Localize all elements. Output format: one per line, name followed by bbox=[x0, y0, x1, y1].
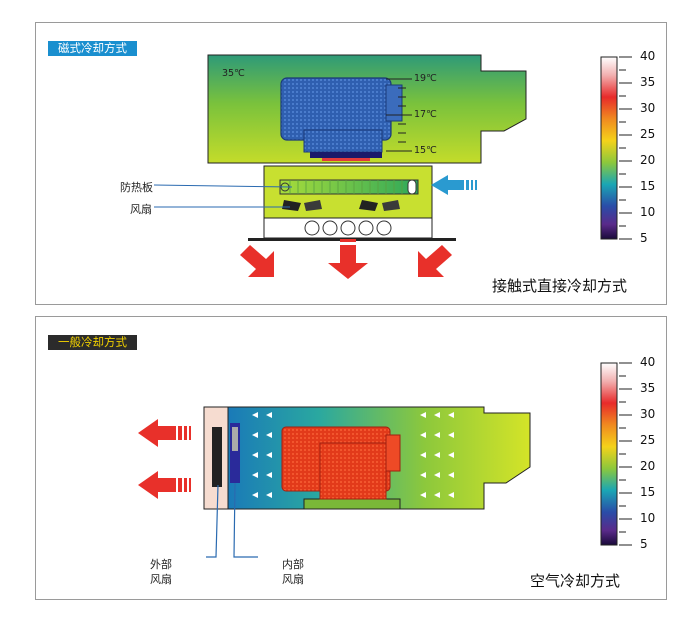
heat-plate bbox=[279, 179, 419, 195]
fan-callout: 风扇 bbox=[130, 203, 152, 216]
color-scale-bar bbox=[600, 56, 618, 240]
scale-tick-20: 20 bbox=[640, 153, 656, 167]
scale-tick-40: 40 bbox=[640, 355, 656, 369]
color-scale-bar bbox=[600, 362, 618, 546]
panel-caption: 接触式直接冷却方式 bbox=[492, 277, 628, 295]
scale-tick-30: 30 bbox=[640, 407, 656, 421]
scale-tick-25: 25 bbox=[640, 433, 656, 447]
air-intake-arrow bbox=[431, 175, 477, 195]
exhaust-arrow-lower bbox=[138, 471, 191, 499]
housing-temp-label: 35℃ bbox=[222, 68, 245, 79]
gauge-label-15: 15℃ bbox=[414, 145, 437, 156]
exhaust-arrow-upper bbox=[138, 419, 191, 447]
color-scale-ticks bbox=[619, 362, 632, 546]
panel-tag: 一般冷却方式 bbox=[48, 335, 137, 350]
scale-tick-15: 15 bbox=[640, 485, 656, 499]
exhaust-arrow-center bbox=[328, 239, 368, 279]
airflow-arrows bbox=[252, 412, 454, 498]
contact-cooling-diagram bbox=[153, 54, 632, 279]
exhaust-arrow-right bbox=[418, 245, 452, 277]
gauge-label-17: 17℃ bbox=[414, 109, 437, 120]
outer-fan-callout: 外部 风扇 bbox=[150, 558, 172, 586]
contact-plate bbox=[310, 152, 382, 158]
color-scale-ticks bbox=[619, 56, 632, 240]
exhaust-arrow-left bbox=[240, 245, 274, 277]
scale-tick-35: 35 bbox=[640, 75, 656, 89]
panel-air-cooling: 一般冷却方式 bbox=[35, 316, 667, 600]
panel-contact-cooling: 磁式冷却方式 bbox=[35, 22, 667, 305]
scale-tick-25: 25 bbox=[640, 127, 656, 141]
scale-tick-5: 5 bbox=[640, 231, 648, 245]
scale-tick-35: 35 bbox=[640, 381, 656, 395]
panel-tag: 磁式冷却方式 bbox=[48, 41, 137, 56]
heat-plate-callout: 防热板 bbox=[120, 181, 153, 194]
inner-fan-callout: 内部 风扇 bbox=[282, 558, 304, 586]
scale-tick-10: 10 bbox=[640, 511, 656, 525]
scale-tick-40: 40 bbox=[640, 49, 656, 63]
outer-fan bbox=[212, 427, 222, 487]
scale-tick-10: 10 bbox=[640, 205, 656, 219]
temperature-gauge bbox=[386, 78, 412, 152]
scale-tick-5: 5 bbox=[640, 537, 648, 551]
scale-tick-30: 30 bbox=[640, 101, 656, 115]
scale-tick-20: 20 bbox=[640, 459, 656, 473]
air-cooling-diagram bbox=[138, 362, 632, 558]
inner-fan bbox=[230, 423, 240, 483]
scale-tick-15: 15 bbox=[640, 179, 656, 193]
panel-caption: 空气冷却方式 bbox=[530, 572, 621, 590]
fan-blade bbox=[282, 200, 301, 211]
gauge-label-19: 19℃ bbox=[414, 73, 437, 84]
